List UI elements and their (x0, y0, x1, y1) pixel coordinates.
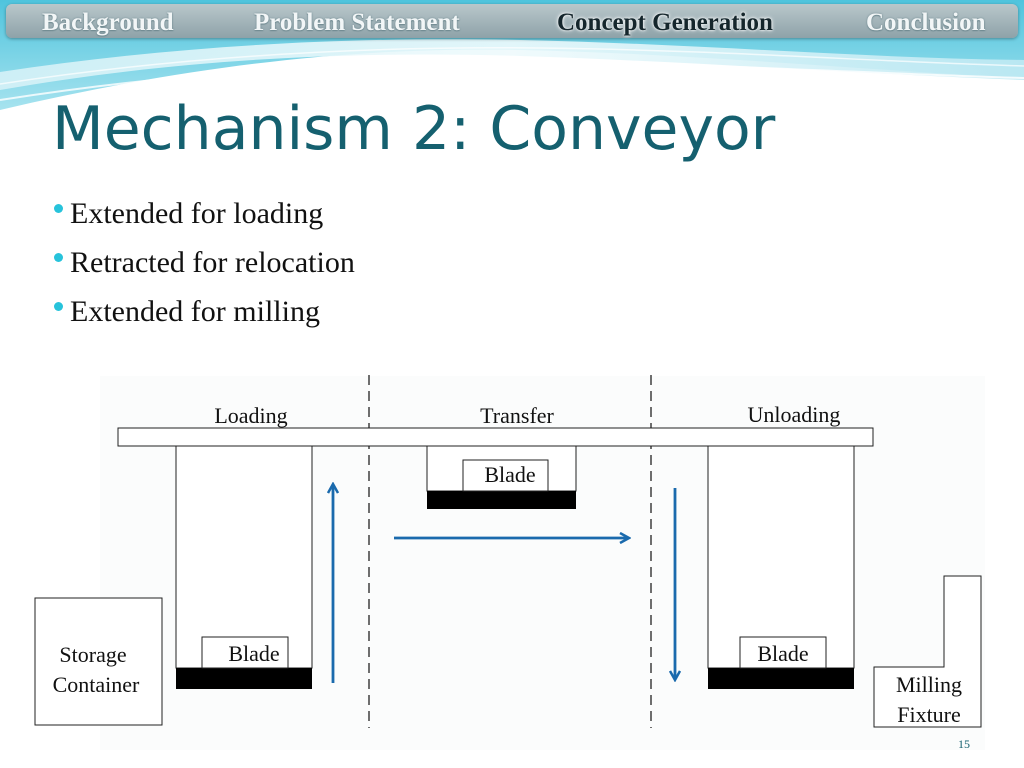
loading-arm (175, 445, 313, 669)
conveyor-rail (117, 427, 874, 447)
unloading-blade-box (739, 636, 827, 669)
transfer-blade-label: Blade (484, 462, 535, 487)
loading-blade-label: Blade (228, 641, 279, 666)
slide-title: Mechanism 2: Conveyor (52, 94, 776, 164)
bullet-dot-icon (54, 204, 63, 213)
nav-tab-conclusion[interactable]: Conclusion (866, 9, 986, 36)
nav-tab-concept-generation[interactable]: Concept Generation (557, 9, 773, 36)
bullet-dot-icon (54, 302, 63, 311)
stage-label-loading: Loading (214, 403, 287, 428)
storage-container-label-line1: Storage (59, 642, 126, 667)
page-number: 15 (958, 737, 970, 751)
storage-container-box (34, 597, 163, 726)
milling-fixture-label-line2: Fixture (897, 702, 961, 727)
bullet-item: Extended for loading (54, 194, 355, 243)
unloading-plate (708, 668, 854, 689)
nav-tab-problem-statement[interactable]: Problem Statement (254, 9, 460, 36)
bullet-item: Extended for milling (54, 292, 355, 341)
unloading-arm (707, 445, 855, 669)
stage-label-transfer: Transfer (480, 403, 554, 428)
stage-label-unloading: Unloading (748, 402, 841, 427)
milling-fixture-shape (873, 575, 982, 728)
bullet-text: Extended for milling (70, 295, 320, 328)
loading-plate (176, 668, 312, 689)
milling-fixture-label-line1: Milling (896, 672, 962, 697)
section-nav-bar: Background Problem Statement Concept Gen… (6, 4, 1018, 38)
bullet-text: Retracted for relocation (70, 246, 355, 279)
transfer-plate (427, 491, 576, 509)
transfer-blade-box (462, 459, 549, 492)
storage-container-label-line2: Container (53, 672, 140, 697)
unloading-blade-label: Blade (757, 641, 808, 666)
nav-tab-background[interactable]: Background (42, 9, 174, 36)
bullet-item: Retracted for relocation (54, 243, 355, 292)
bullet-list: Extended for loading Retracted for reloc… (54, 194, 355, 341)
loading-blade-box (201, 636, 289, 669)
bullet-dot-icon (54, 253, 63, 262)
bullet-text: Extended for loading (70, 197, 324, 230)
